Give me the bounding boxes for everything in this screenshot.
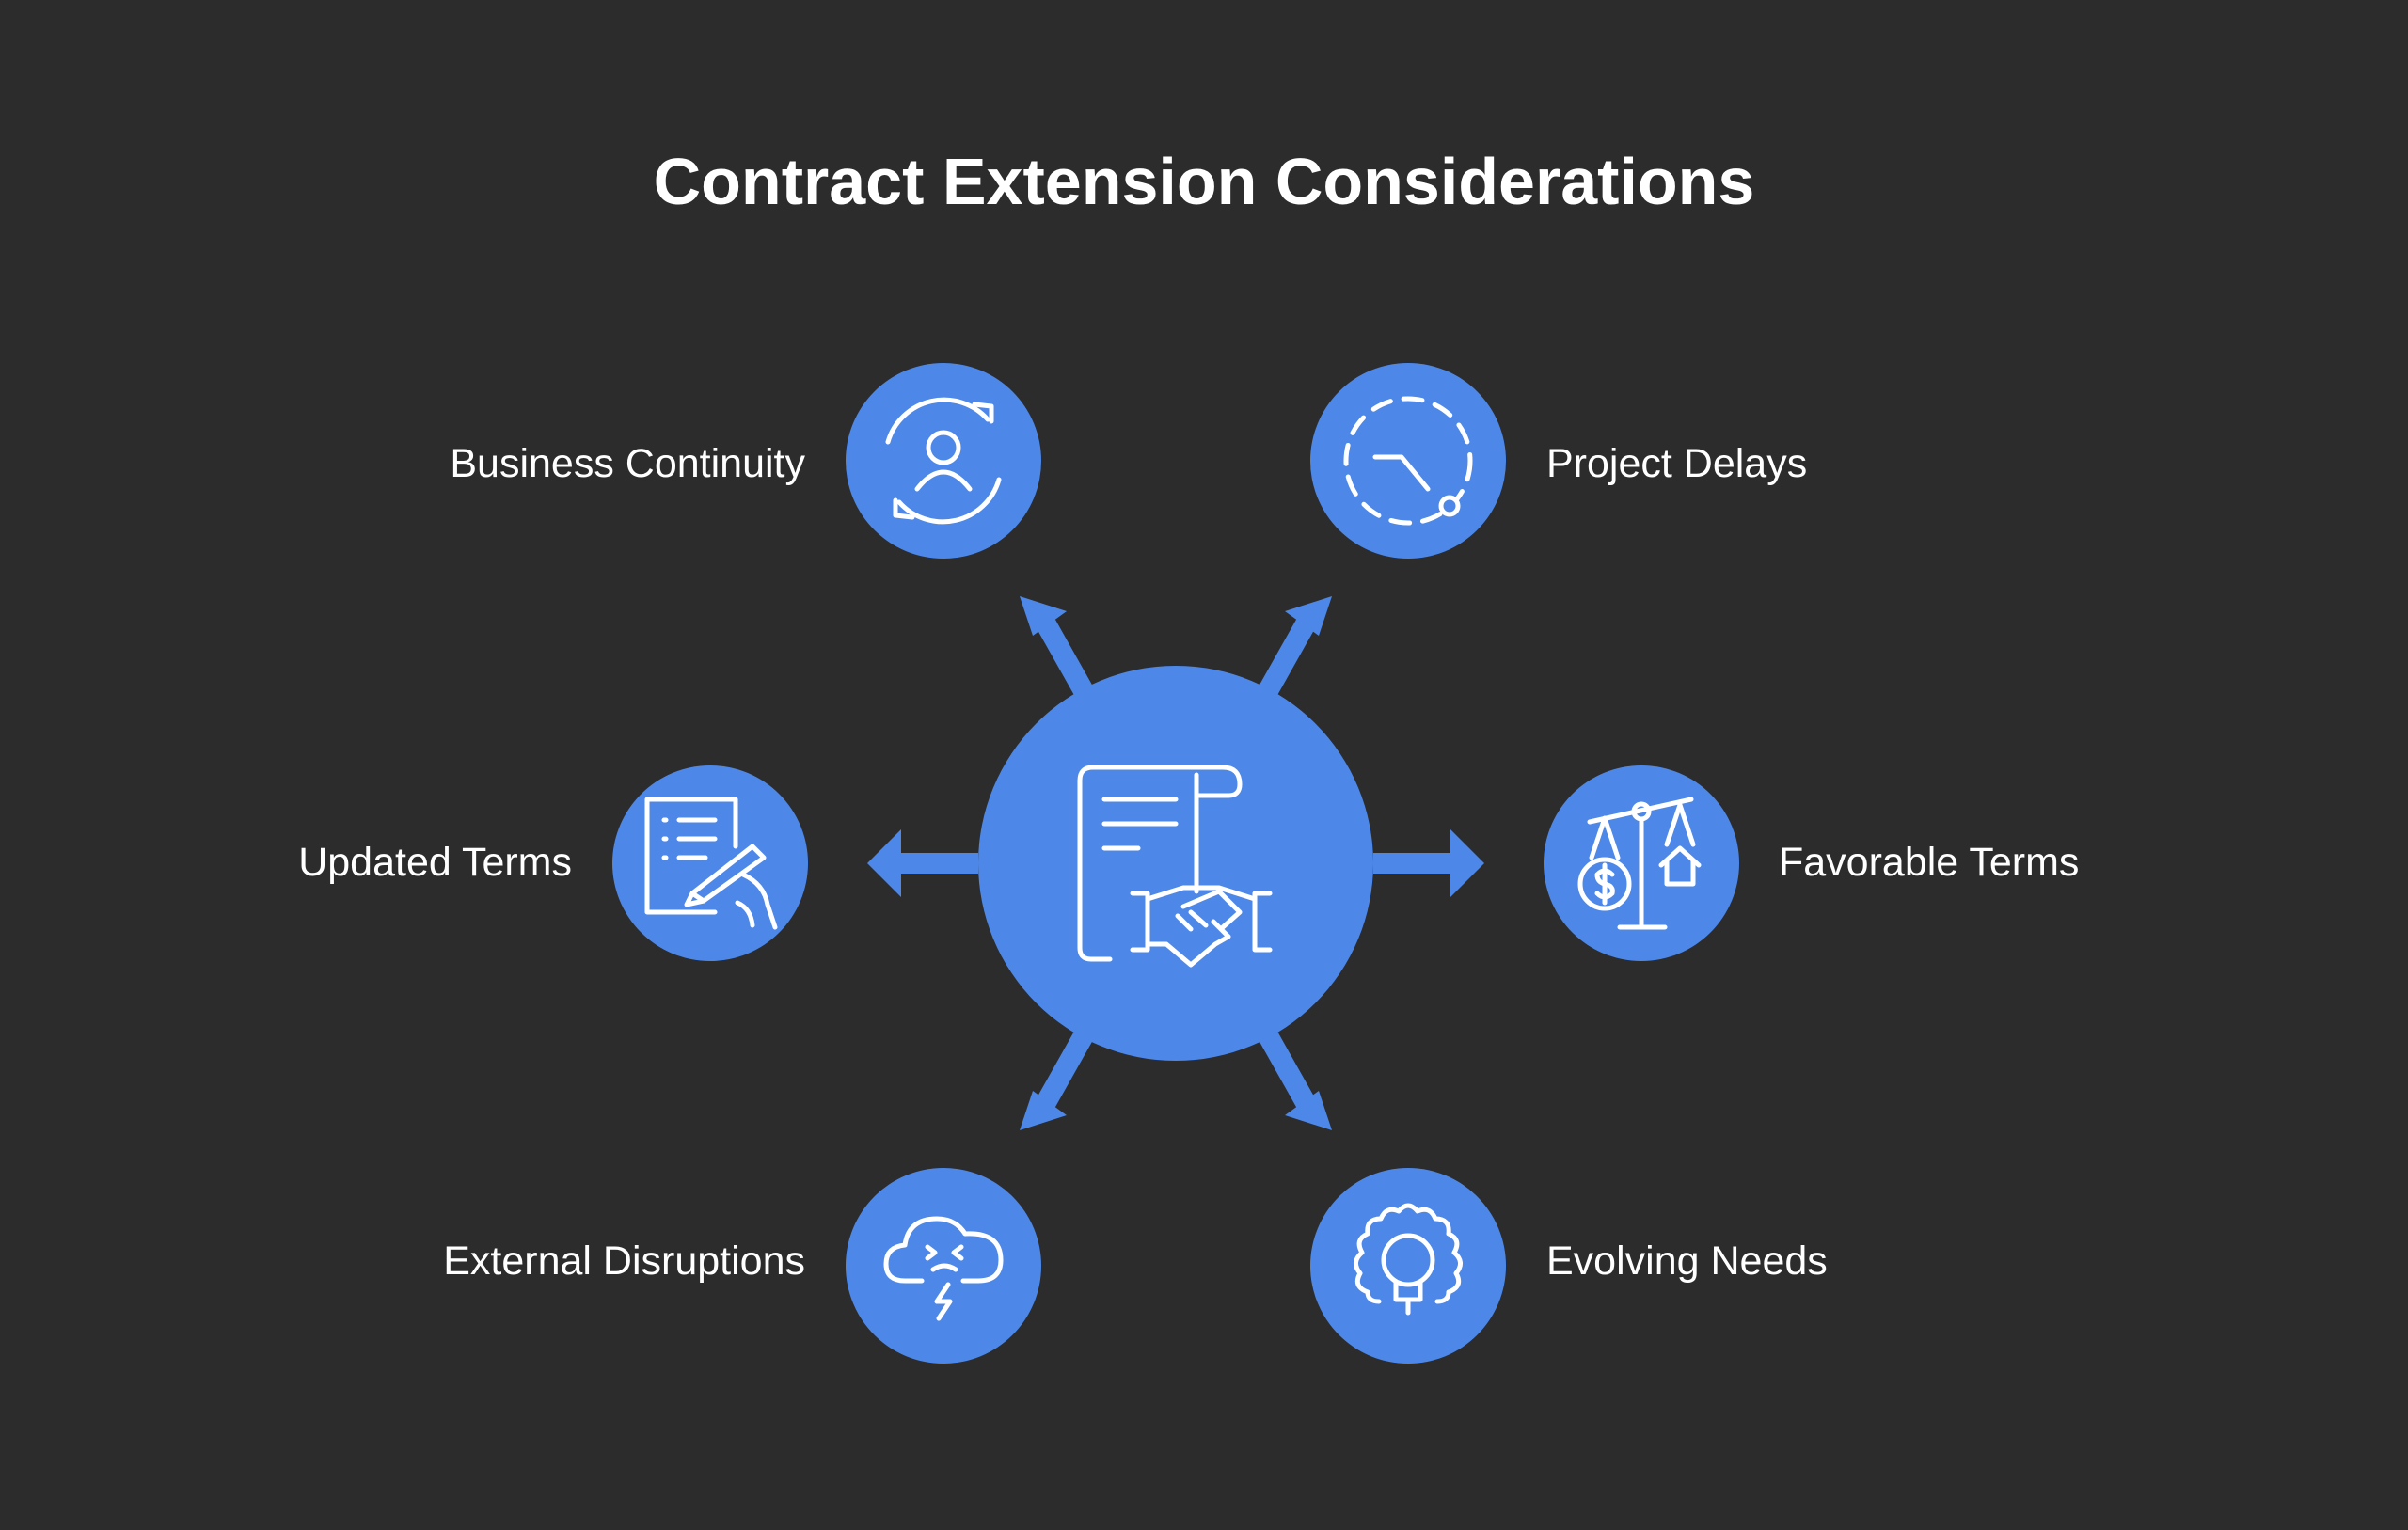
label-updated-terms: Updated Terms [298,840,572,885]
storm-cloud-icon [883,1216,1004,1321]
label-business-continuity: Business Continuity [450,441,805,486]
node-favorable-terms [1544,765,1739,961]
central-hub [978,666,1373,1061]
node-project-delays [1310,363,1506,559]
dashed-clock-icon [1343,396,1473,526]
label-project-delays: Project Delays [1546,441,1808,486]
connector-arrows [867,596,1484,1130]
balance-scale-icon [1577,797,1702,930]
node-business-continuity [846,363,1041,559]
diagram-title: Contract Extension Considerations [653,145,1755,218]
label-external-disruptions: External Disruptions [443,1238,805,1284]
node-evolving-needs [1310,1168,1506,1364]
node-external-disruptions [846,1168,1041,1364]
arrow-to-evolving-needs [1256,1025,1332,1130]
node-updated-terms [612,765,808,961]
arrow-to-project-delays [1256,596,1332,702]
label-evolving-needs: Evolving Needs [1546,1238,1828,1284]
arrow-to-business-continuity [1020,596,1096,702]
contract-handshake-icon [1077,765,1273,968]
document-signing-icon [644,797,778,930]
person-cycle-icon [885,397,1002,525]
arrow-to-updated-terms [867,829,978,897]
label-favorable-terms: Favorable Terms [1779,840,2080,885]
gear-lightbulb-icon [1354,1203,1463,1316]
arrow-to-favorable-terms [1373,829,1484,897]
arrow-to-external-disruptions [1020,1025,1096,1130]
